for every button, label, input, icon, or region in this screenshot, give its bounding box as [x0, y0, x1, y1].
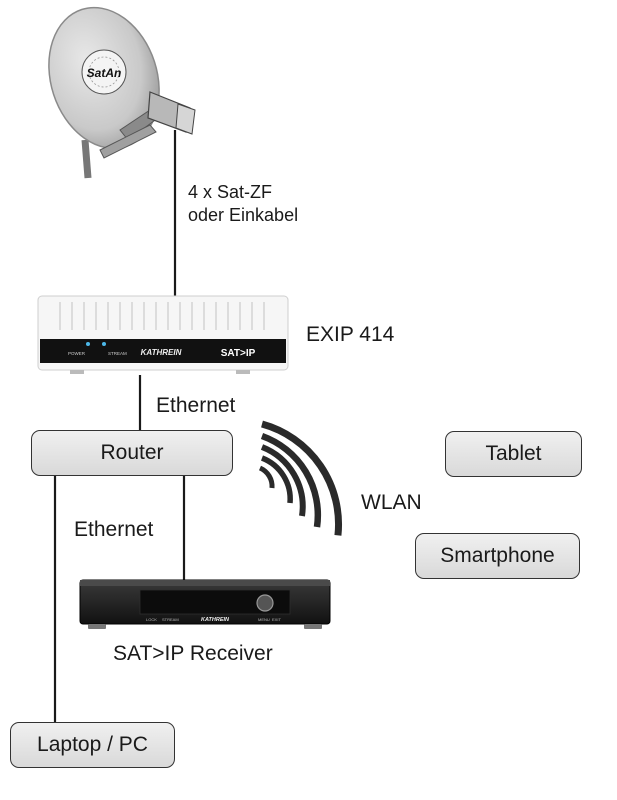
dish-brand-logo: SatAn	[87, 66, 122, 80]
ethernet-label-top: Ethernet	[156, 394, 236, 417]
receiver-led-label-stream: STREAM	[162, 617, 179, 622]
exip-satip-logo: SAT>IP	[221, 348, 256, 359]
connection-lines	[53, 130, 186, 724]
receiver-control-knob	[256, 594, 274, 612]
ethernet-label-left: Ethernet	[74, 518, 154, 541]
sat-cable-label-line2: oder Einkabel	[188, 205, 299, 225]
satip-receiver-device: LOCK STREAM KATHREIN MENU EXIT	[79, 579, 331, 629]
exip-stream-led	[102, 342, 106, 346]
receiver-label: SAT>IP Receiver	[113, 642, 273, 665]
receiver-brand-logo: KATHREIN	[201, 617, 230, 623]
satellite-dish: SatAn	[48, 6, 196, 179]
wlan-waves-icon	[258, 420, 342, 536]
exip-led-label-stream: STREAM	[108, 351, 127, 356]
exip-power-led	[86, 342, 90, 346]
smartphone-box: Smartphone	[415, 533, 580, 579]
exip-led-label-power: POWER	[68, 351, 86, 356]
receiver-button-label-menu: MENU	[258, 617, 270, 622]
receiver-button-label-exit: EXIT	[272, 617, 281, 622]
laptop-pc-box: Laptop / PC	[10, 722, 175, 768]
tablet-box: Tablet	[445, 431, 582, 477]
exip-device-label: EXIP 414	[306, 323, 395, 346]
exip-brand-logo: KATHREIN	[141, 348, 182, 357]
sat-cable-label: 4 x Sat-ZF oder Einkabel	[188, 181, 298, 227]
wlan-label: WLAN	[361, 491, 422, 514]
exip-414-device: POWER STREAM KATHREIN SAT>IP	[37, 295, 289, 374]
router-box: Router	[31, 430, 233, 476]
receiver-led-label-lock: LOCK	[146, 617, 157, 622]
sat-cable-label-line1: 4 x Sat-ZF	[188, 182, 273, 202]
